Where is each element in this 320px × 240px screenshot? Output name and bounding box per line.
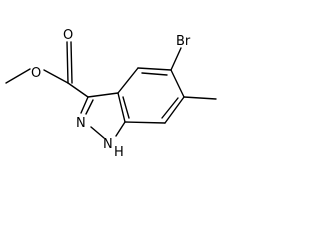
bond-o-carbonyl-c xyxy=(43,69,69,84)
atom-label-h1: H xyxy=(114,145,124,160)
bond-carbonyl-double-a xyxy=(66,41,69,84)
molecule-structure: O O N N H Br xyxy=(5,28,217,160)
bond-c3-c3a xyxy=(87,92,119,98)
bond-c6-methyl xyxy=(183,96,217,100)
bond-c5-br xyxy=(170,47,182,71)
atom-label-o-ester: O xyxy=(31,66,41,81)
structure-canvas: O O N N H Br xyxy=(5,28,217,160)
bond-c3-n2-inner xyxy=(85,99,94,115)
bond-c3a-c7a xyxy=(117,92,126,123)
bond-c3-n2 xyxy=(80,96,89,114)
atom-label-n1: N xyxy=(103,137,113,152)
bond-c3a-c4 xyxy=(117,67,139,94)
bond-n2-n1 xyxy=(90,126,105,139)
atom-label-n2: N xyxy=(76,116,86,131)
bond-c6-c7-inner xyxy=(161,97,179,119)
bond-c7-c7a xyxy=(124,121,166,124)
bond-n1-c7a xyxy=(115,121,126,137)
bond-methyl-o xyxy=(5,68,31,84)
atom-label-o-carbonyl: O xyxy=(63,28,73,43)
bond-carbonyl-double-b xyxy=(70,41,73,84)
bond-c6-c7 xyxy=(164,96,185,124)
atom-label-br: Br xyxy=(176,34,191,49)
bond-c4-c5-inner xyxy=(141,72,168,76)
bond-c4-c5 xyxy=(137,67,172,71)
bond-carbonyl-c3 xyxy=(67,82,89,98)
bond-c3a-c7a-inner xyxy=(122,96,130,119)
bond-c5-c6 xyxy=(170,69,185,98)
